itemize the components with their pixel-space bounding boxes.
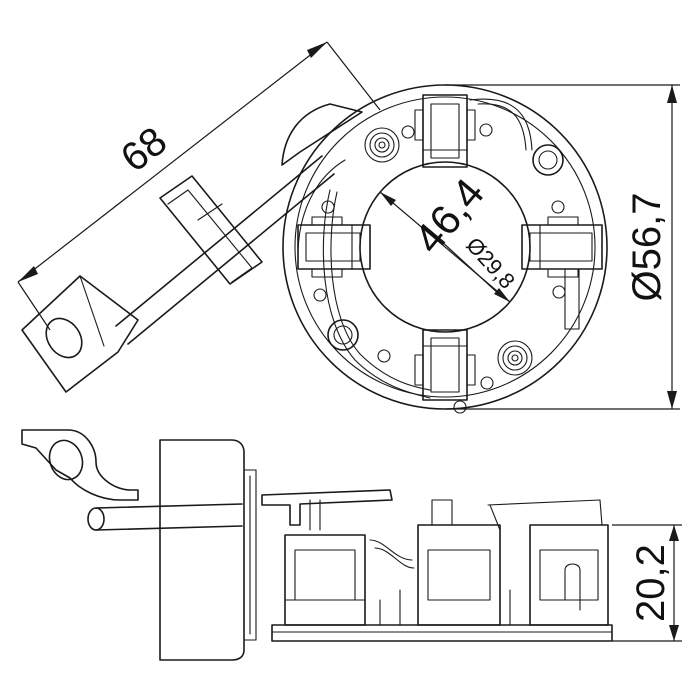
dimension-label-height: 20,2	[629, 544, 673, 622]
dimension-label-lead-length: 68	[113, 119, 175, 181]
connector-block	[281, 103, 363, 166]
clip-spring	[487, 499, 603, 531]
rivet	[552, 285, 566, 299]
spring-top-left	[364, 127, 400, 163]
dimension-height: 20,2	[612, 524, 682, 642]
side-brush-middle	[417, 499, 501, 626]
brush-box-top	[414, 94, 476, 168]
wire-side	[374, 547, 415, 569]
clip-spring	[309, 499, 321, 531]
cable-lead	[21, 155, 335, 393]
brush-wire	[297, 159, 346, 251]
side-view	[21, 429, 613, 661]
dimension-label-outer-diameter: Ø56,7	[625, 193, 669, 302]
dimension-label-inner-diameter-small: Ø29,8	[461, 232, 520, 293]
top-clip	[261, 489, 393, 526]
ring-terminal	[21, 275, 139, 393]
side-brush-right	[529, 524, 609, 626]
rivet	[313, 288, 327, 302]
brush-wire	[322, 189, 431, 399]
dimension-inner-diameter-large: 46,4	[379, 169, 511, 303]
wire-side	[369, 539, 413, 561]
rivet	[480, 376, 494, 390]
grommet-side	[159, 439, 257, 661]
outer-ring-inner-edge	[294, 96, 596, 398]
rivet	[321, 200, 335, 214]
brush-box-right	[521, 216, 603, 330]
side-brush-left	[284, 534, 366, 626]
dimension-outer-diameter: Ø56,7	[445, 84, 680, 410]
brush-wire	[477, 103, 527, 151]
rivet	[401, 125, 415, 139]
rivet	[453, 400, 467, 414]
spring-bottom-right	[497, 340, 533, 376]
rivet	[551, 200, 565, 214]
rivet	[377, 349, 391, 363]
base-plate	[271, 624, 613, 642]
brush-wire	[330, 191, 431, 391]
brush-box-bottom	[414, 329, 476, 401]
mounting-hole-upper-right	[532, 144, 564, 176]
cable-grommet	[159, 175, 263, 285]
cable-side	[87, 503, 243, 531]
ring-terminal-side	[21, 429, 139, 501]
brush-wire	[469, 98, 533, 151]
rivet	[479, 123, 493, 137]
